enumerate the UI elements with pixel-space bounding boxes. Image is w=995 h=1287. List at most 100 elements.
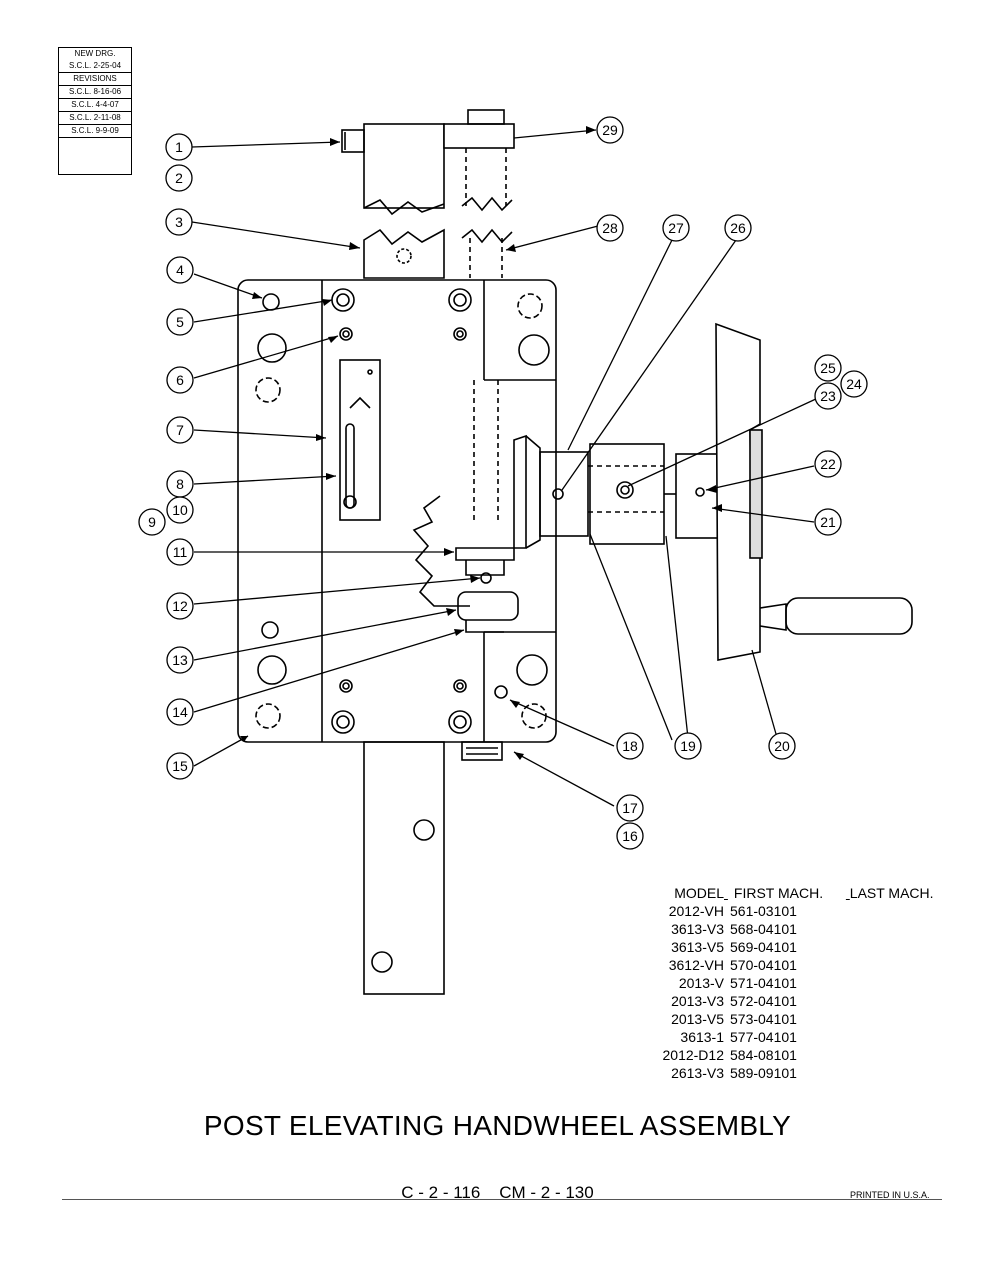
- socket-screws: [331, 288, 472, 734]
- bottom-nut: [461, 741, 503, 761]
- svg-text:21: 21: [820, 514, 836, 530]
- callout-7: 7: [166, 416, 194, 444]
- svg-text:6: 6: [176, 372, 184, 388]
- post-break: [363, 199, 445, 216]
- callout-27: 27: [662, 214, 690, 242]
- svg-text:14: 14: [172, 704, 188, 720]
- bearing-housing: [539, 451, 589, 537]
- post-knob: [341, 129, 365, 153]
- scale-plate: [339, 359, 381, 521]
- svg-text:29: 29: [602, 122, 618, 138]
- svg-text:27: 27: [668, 220, 684, 236]
- svg-text:26: 26: [730, 220, 746, 236]
- svg-text:2: 2: [175, 170, 183, 186]
- svg-text:16: 16: [622, 828, 638, 844]
- svg-text:13: 13: [172, 652, 188, 668]
- svg-text:4: 4: [176, 262, 184, 278]
- revision-entry: S.C.L. 2-11-08: [59, 112, 131, 125]
- new-drawing-date: S.C.L. 2-25-04: [68, 61, 122, 70]
- svg-text:5: 5: [176, 314, 184, 330]
- callout-29: 29: [596, 116, 624, 144]
- callout-19: 19: [674, 732, 702, 760]
- cross-pin: [443, 123, 515, 149]
- callout-9: 9: [138, 508, 166, 536]
- callout-3: 3: [165, 208, 193, 236]
- callout-18: 18: [616, 732, 644, 760]
- callout-balloons: 1 2 3 4 5 6 7 8 9 10 11 12 13 14 15 16 1…: [138, 116, 868, 850]
- callout-8: 8: [166, 470, 194, 498]
- svg-text:28: 28: [602, 220, 618, 236]
- revision-box: NEW DRG. S.C.L. 2-25-04 REVISIONS S.C.L.…: [58, 47, 132, 175]
- bevel-gear: [455, 547, 515, 561]
- revision-entry: S.C.L. 8-16-06: [59, 86, 131, 99]
- callout-15: 15: [166, 752, 194, 780]
- header-first-mach: FIRST MACH.: [733, 885, 824, 901]
- svg-text:22: 22: [820, 456, 836, 472]
- svg-text:18: 18: [622, 738, 638, 754]
- revision-entry: S.C.L. 4-4-07: [59, 99, 131, 112]
- svg-text:19: 19: [680, 738, 696, 754]
- new-drawing-label: NEW DRG.: [74, 49, 116, 58]
- svg-text:17: 17: [622, 800, 638, 816]
- cutaway: [412, 495, 470, 607]
- svg-text:15: 15: [172, 758, 188, 774]
- handle: [785, 597, 913, 635]
- svg-text:3: 3: [175, 214, 183, 230]
- svg-text:9: 9: [148, 514, 156, 530]
- callout-21: 21: [814, 508, 842, 536]
- footer-divider: [62, 1199, 942, 1200]
- svg-text:23: 23: [820, 388, 836, 404]
- callout-16: 16: [616, 822, 644, 850]
- svg-text:7: 7: [176, 422, 184, 438]
- revisions-label: REVISIONS: [59, 73, 131, 86]
- collar: [457, 591, 519, 621]
- model-table-header: MODEL FIRST MACH. LAST MACH.: [648, 884, 950, 902]
- page-title: POST ELEVATING HANDWHEEL ASSEMBLY: [203, 1110, 792, 1141]
- svg-text:8: 8: [176, 476, 184, 492]
- header-last-mach: LAST MACH.: [849, 885, 934, 901]
- callout-12: 12: [166, 592, 194, 620]
- printed-in-usa: PRINTED IN U.S.A.: [850, 1190, 930, 1200]
- callout-22: 22: [814, 450, 842, 478]
- svg-text:20: 20: [774, 738, 790, 754]
- callout-17: 17: [616, 794, 644, 822]
- callout-11: 11: [166, 538, 194, 566]
- svg-text:10: 10: [172, 502, 188, 518]
- page-reference: C - 2 - 116 CM - 2 - 130: [401, 1183, 594, 1202]
- callout-4: 4: [166, 256, 194, 284]
- callout-14: 14: [166, 698, 194, 726]
- post-bottom: [363, 741, 445, 995]
- new-drawing-cell: NEW DRG. S.C.L. 2-25-04: [59, 48, 131, 73]
- svg-text:24: 24: [846, 376, 862, 392]
- callout-28: 28: [596, 214, 624, 242]
- callout-5: 5: [166, 308, 194, 336]
- svg-text:1: 1: [175, 139, 183, 155]
- post-top: [363, 123, 445, 209]
- callout-23: 23: [814, 382, 842, 410]
- svg-text:12: 12: [172, 598, 188, 614]
- callout-10: 10: [166, 496, 194, 524]
- callout-2: 2: [165, 164, 193, 192]
- header-model: MODEL: [674, 885, 724, 901]
- callout-1: 1: [165, 133, 193, 161]
- callout-24: 24: [840, 370, 868, 398]
- cross-pin-head: [467, 109, 505, 125]
- callout-26: 26: [724, 214, 752, 242]
- callout-6: 6: [166, 366, 194, 394]
- callout-25: 25: [814, 354, 842, 382]
- revision-entry: S.C.L. 9-9-09: [59, 125, 131, 138]
- svg-text:11: 11: [173, 544, 188, 560]
- svg-text:25: 25: [820, 360, 836, 376]
- callout-13: 13: [166, 646, 194, 674]
